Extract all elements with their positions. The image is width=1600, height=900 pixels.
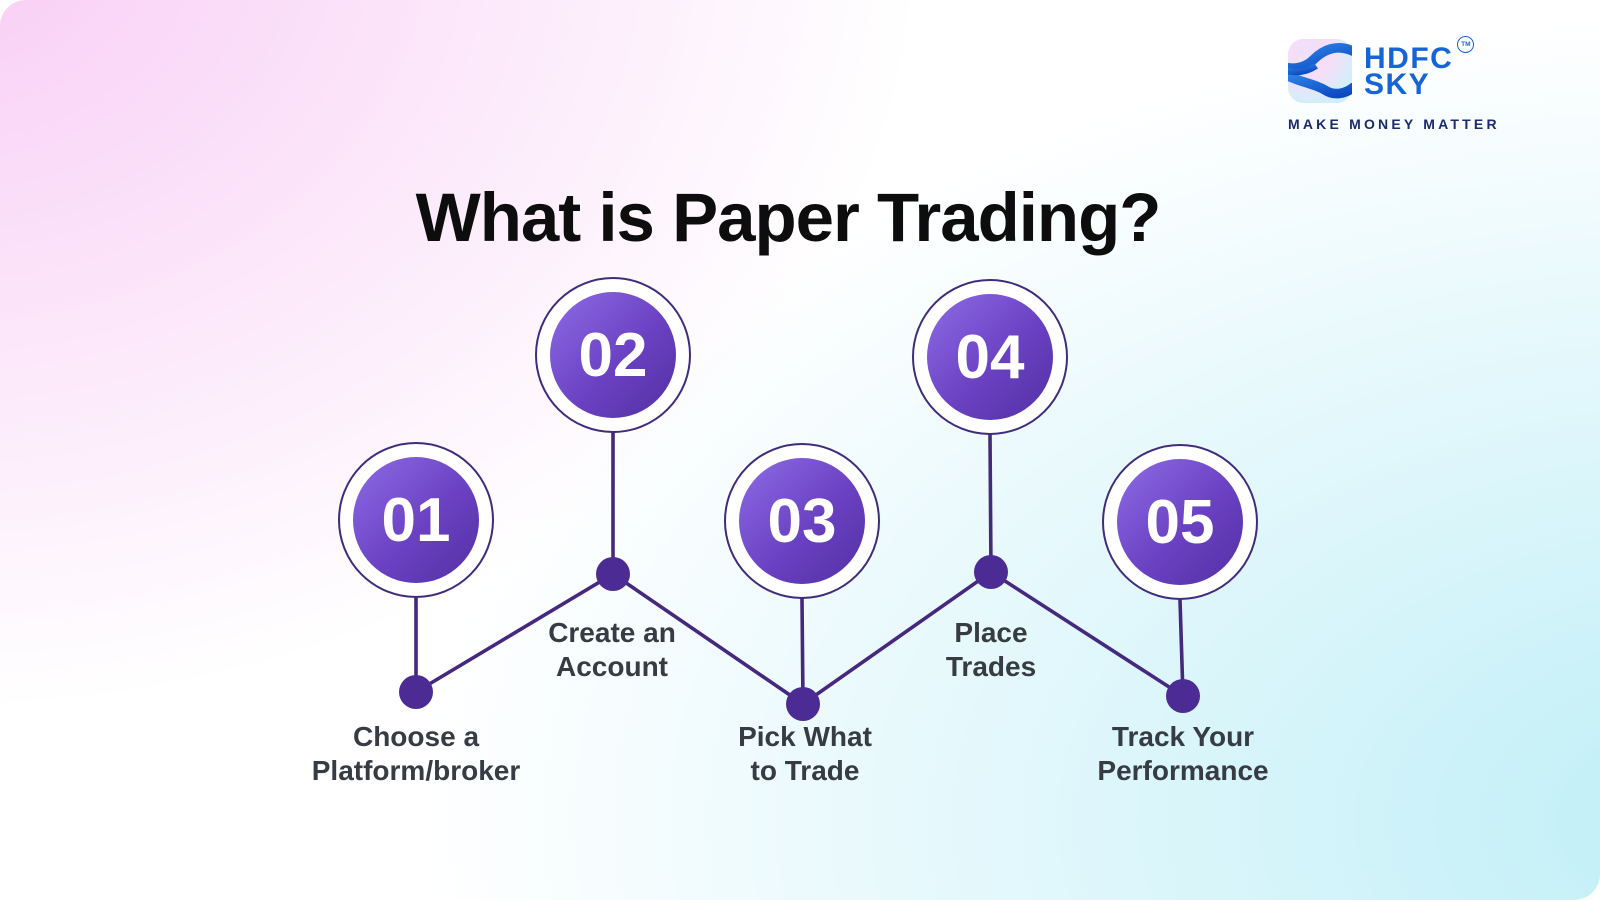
step-label-04-line1: Place: [954, 617, 1028, 648]
step-number-04: 04: [955, 322, 1025, 392]
step-number-02: 02: [578, 320, 648, 390]
step-number-05: 05: [1145, 487, 1215, 557]
hdfc-sky-logo-icon: [1283, 38, 1358, 104]
step-label-05-line2: Performance: [1097, 755, 1269, 786]
step-circle-05: 05: [1102, 444, 1258, 600]
brand-logo: HDFC SKY TM MAKE MONEY MATTER: [1283, 36, 1504, 132]
logo-brand-sky: SKY: [1364, 68, 1431, 101]
step-number-01: 01: [381, 485, 451, 555]
step-circle-02: 02: [535, 277, 691, 433]
logo-brand-hdfc: HDFC: [1364, 42, 1454, 75]
connector-node-03: [786, 687, 820, 721]
step-disc-01: 01: [353, 457, 479, 583]
connector-node-05: [1166, 679, 1200, 713]
step-circle-04: 04: [912, 279, 1068, 435]
connector-node-01: [399, 675, 433, 709]
step-disc-02: 02: [550, 292, 676, 418]
step-label-02-line1: Create an: [548, 617, 676, 648]
step-disc-05: 05: [1117, 459, 1243, 585]
step-label-03: Pick What to Trade: [645, 720, 965, 788]
step-label-01-line2: Platform/broker: [311, 755, 521, 786]
step-label-05-line1: Track Your: [1111, 721, 1255, 752]
step-label-01-line1: Choose a: [352, 721, 480, 752]
trademark-symbol: TM: [1457, 36, 1475, 53]
step-label-02: Create an Account: [452, 616, 772, 684]
step-label-02-line2: Account: [556, 651, 668, 682]
step-circle-01: 01: [338, 442, 494, 598]
step-disc-03: 03: [739, 458, 865, 584]
step-label-03-line1: Pick What: [738, 721, 872, 752]
page-title: What is Paper Trading?: [415, 179, 1162, 257]
step-label-01: Choose a Platform/broker: [256, 720, 576, 788]
step-label-03-line2: to Trade: [750, 755, 860, 786]
step-circle-03: 03: [724, 443, 880, 599]
connector-node-02: [596, 557, 630, 591]
step-number-03: 03: [767, 486, 837, 556]
step-label-04: Place Trades: [831, 616, 1151, 684]
step-disc-04: 04: [927, 294, 1053, 420]
step-label-05: Track Your Performance: [1023, 720, 1343, 788]
logo-tagline: MAKE MONEY MATTER: [1288, 116, 1500, 132]
step-label-04-line2: Trades: [945, 651, 1037, 682]
connector-node-04: [974, 555, 1008, 589]
